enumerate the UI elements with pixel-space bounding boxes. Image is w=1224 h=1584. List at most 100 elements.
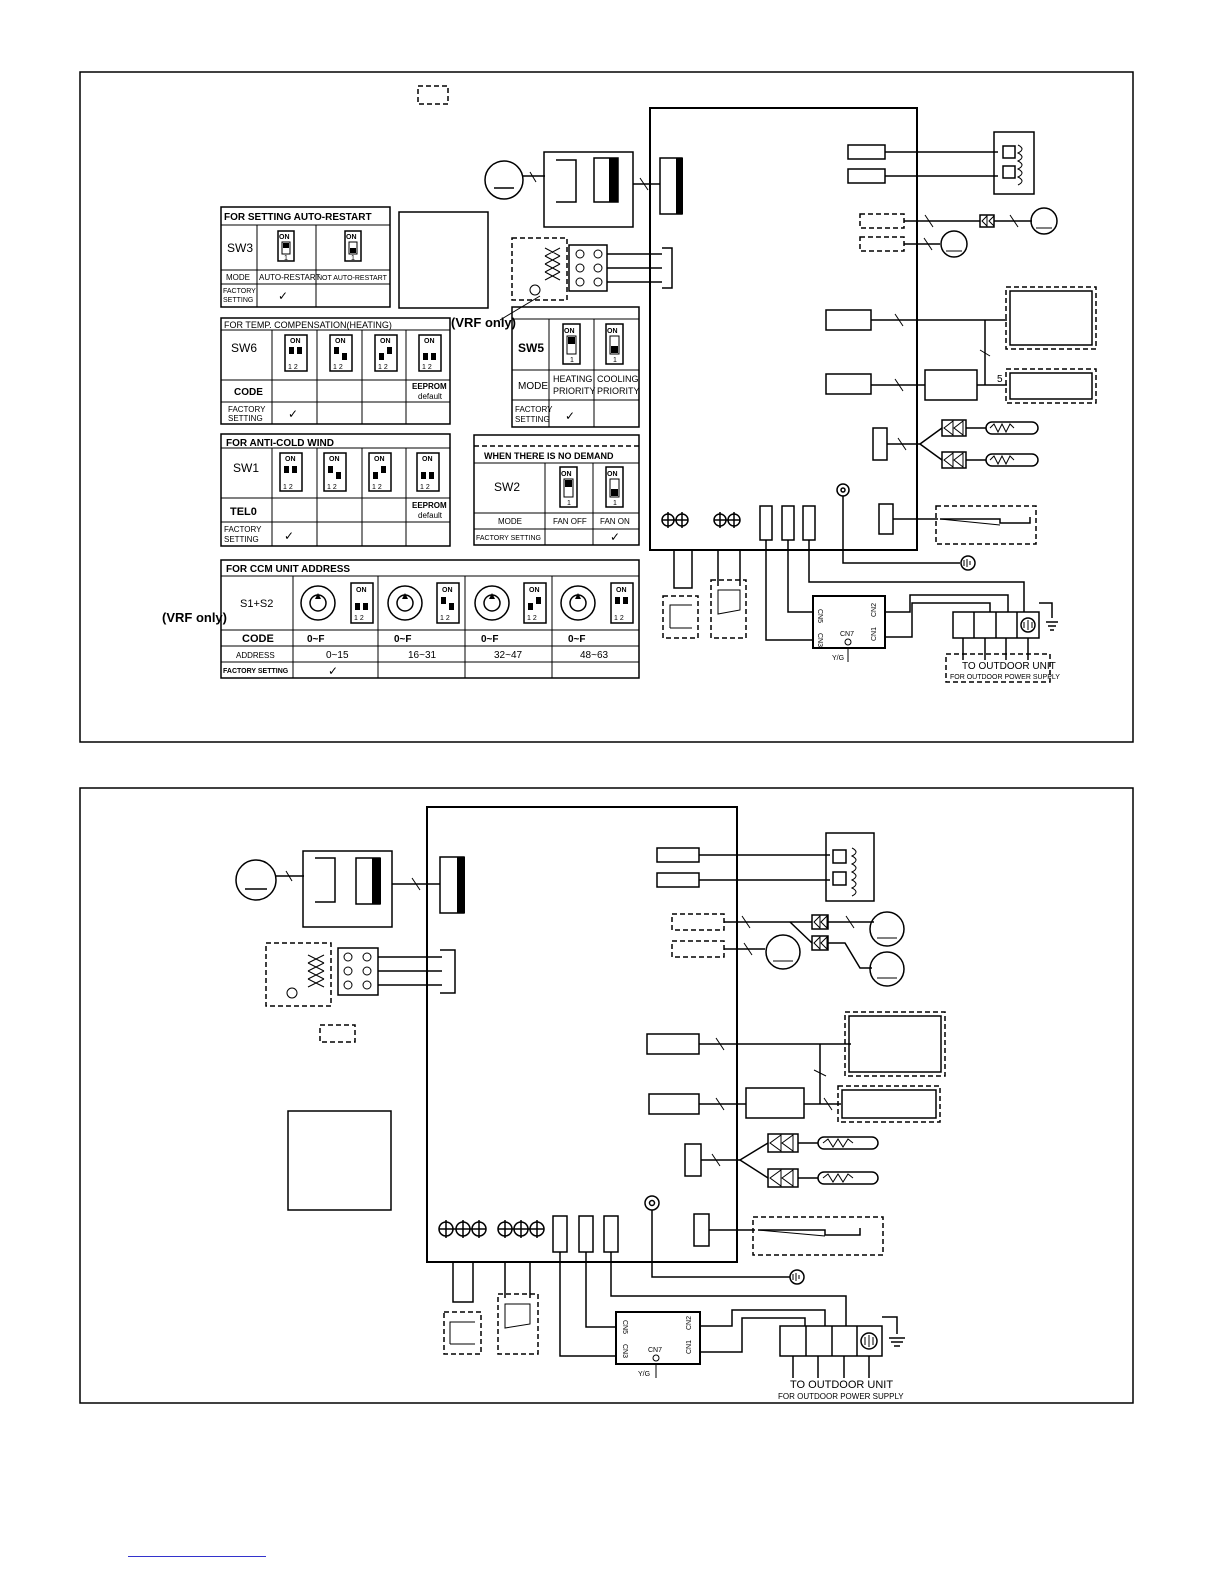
diagram-label: CN3 (621, 1344, 628, 1358)
diagram-label: PRIORITY (553, 386, 596, 396)
diagram-label: CN2 (871, 603, 878, 617)
fan-motor-1 (1030, 207, 1058, 235)
motor-symbol-2 (235, 859, 277, 901)
diagram-label: 1 (351, 255, 355, 262)
sw6-table: FOR TEMP. COMPENSATION(HEATING) SW6 ON O… (220, 317, 451, 425)
diagram-label: HEATING (553, 374, 592, 384)
diagram-label: 1 2 (327, 484, 337, 491)
float-switch-dashed (935, 505, 1037, 545)
sw2-table: WHEN THERE IS NO DEMAND SW2 ON 1 ON 1 MO… (473, 434, 640, 546)
diagram-label: SETTING (515, 415, 550, 424)
fan-motor-3 (869, 911, 905, 947)
diagram-label: TO OUTDOOR UNIT (962, 661, 1056, 672)
sw1-table: FOR ANTI-COLD WIND SW1 ON ON ON ON 1 2 1… (220, 433, 451, 547)
sw3-table: FOR SETTING AUTO-RESTART SW3 ON 1 ON 1 M… (220, 206, 391, 308)
diagram-label: S1+S2 (240, 598, 273, 610)
diagram-label: EEPROM (412, 501, 447, 510)
diagram-label: MODE (498, 517, 522, 526)
diagram-label: ON (335, 338, 346, 345)
diagram-label: Y/G (832, 655, 844, 662)
diagram-label: FACTORY SETTING (223, 668, 289, 675)
power-module-2 (615, 1311, 701, 1365)
diagram-label: 0~F (481, 634, 499, 645)
swing-motor-2 (825, 832, 875, 902)
diagram-label: 1 (284, 255, 288, 262)
blank-label-box (398, 211, 489, 309)
vrf-note-1: (VRF only) (451, 315, 516, 330)
diagram-label: 1 2 (288, 364, 298, 371)
diagram-label: ON (380, 338, 391, 345)
diagram-label: MODE (518, 381, 548, 392)
transformer-box (543, 151, 634, 228)
main-control-board (649, 107, 918, 551)
diagram-label: 0~F (568, 634, 586, 645)
diagram-label: WHEN THERE IS NO DEMAND (484, 451, 614, 461)
diagram-label: CN7 (648, 1347, 662, 1354)
diagram-label: ON (616, 587, 627, 594)
shield-cable-dashed (511, 237, 568, 301)
diagram-label: FAN OFF (553, 517, 587, 526)
diagram-label: CN7 (840, 631, 854, 638)
diagram-label: PRIORITY (597, 386, 640, 396)
diagram-label: FOR SETTING AUTO-RESTART (224, 212, 372, 223)
diagram-label: 1 (570, 357, 574, 364)
diagram-label: 1 2 (420, 484, 430, 491)
diagram-label: ADDRESS (236, 651, 275, 660)
diagram-label: 1 2 (440, 615, 450, 622)
diagram-label: 1 2 (354, 615, 364, 622)
to-outdoor-unit-2: TO OUTDOOR UNIT (790, 1379, 893, 1391)
diagram-label: CN2 (686, 1316, 693, 1330)
diagram-label: SW5 (518, 341, 544, 355)
remote-receiver-dashed-2 (837, 1085, 941, 1123)
diagram-label: FOR OUTDOOR POWER SUPPLY (950, 674, 1060, 681)
diagram-label: COOLING (597, 374, 639, 384)
diagram-label: 0~F (307, 634, 325, 645)
diagram-label: NOT AUTO-RESTART (317, 275, 388, 282)
diagram-label: FACTORY (228, 405, 266, 414)
diagram-label: 32~47 (494, 650, 523, 661)
diagram-label: ON (607, 471, 618, 478)
diagram-label: FACTORY (224, 525, 262, 534)
diagram-label: 1 2 (422, 364, 432, 371)
diagram-label: CODE (234, 387, 263, 398)
diagram-label: ON (561, 471, 572, 478)
diagram-label: FOR CCM UNIT ADDRESS (226, 564, 350, 575)
diagram-label: 48~63 (580, 650, 609, 661)
diagram-label: ON (374, 456, 385, 463)
temp-sensor-4 (817, 1171, 879, 1185)
diagram-label: 0~F (394, 634, 412, 645)
diagram-label: Y/G (638, 1371, 650, 1378)
float-switch-dashed-2 (752, 1216, 884, 1256)
diagram-label: 1 (613, 357, 617, 364)
motor-symbol (484, 160, 524, 200)
diagram-label: ✓ (610, 530, 620, 544)
diagram-label: ON (346, 234, 357, 241)
transformer-box-2 (302, 850, 393, 928)
main-control-board-2 (426, 806, 738, 1263)
diagram-label: SW2 (494, 480, 520, 494)
panel-top-frame (79, 71, 1134, 743)
display-board-dashed (1005, 286, 1097, 350)
diagram-label: 1 2 (527, 615, 537, 622)
remote-receiver-dashed (1005, 368, 1097, 404)
diagram-label: ON (290, 338, 301, 345)
diagram-label: ON (356, 587, 367, 594)
diagram-label: ON (422, 456, 433, 463)
diagram-label: ✓ (288, 407, 298, 421)
swing-motor (993, 131, 1035, 195)
dashed-marker-2 (319, 1024, 356, 1043)
diagram-label: FACTORY (515, 405, 553, 414)
diagram-label: SETTING (223, 297, 253, 304)
diagram-label: 1 2 (283, 484, 293, 491)
panel-bottom-frame (79, 787, 1134, 1404)
diagram-label: 1 2 (333, 364, 343, 371)
diagram-label: CODE (242, 633, 274, 645)
vrf-note-2: (VRF only) (162, 610, 227, 625)
diagram-label: TEL0 (230, 506, 257, 518)
display-board-dashed-2 (844, 1011, 946, 1077)
diagram-label: AUTO-RESTART (259, 273, 320, 282)
diagram-label: ON (279, 234, 290, 241)
diagram-label: default (418, 392, 443, 401)
fan-motor-2 (940, 230, 968, 258)
diagram-label: ON (424, 338, 435, 345)
